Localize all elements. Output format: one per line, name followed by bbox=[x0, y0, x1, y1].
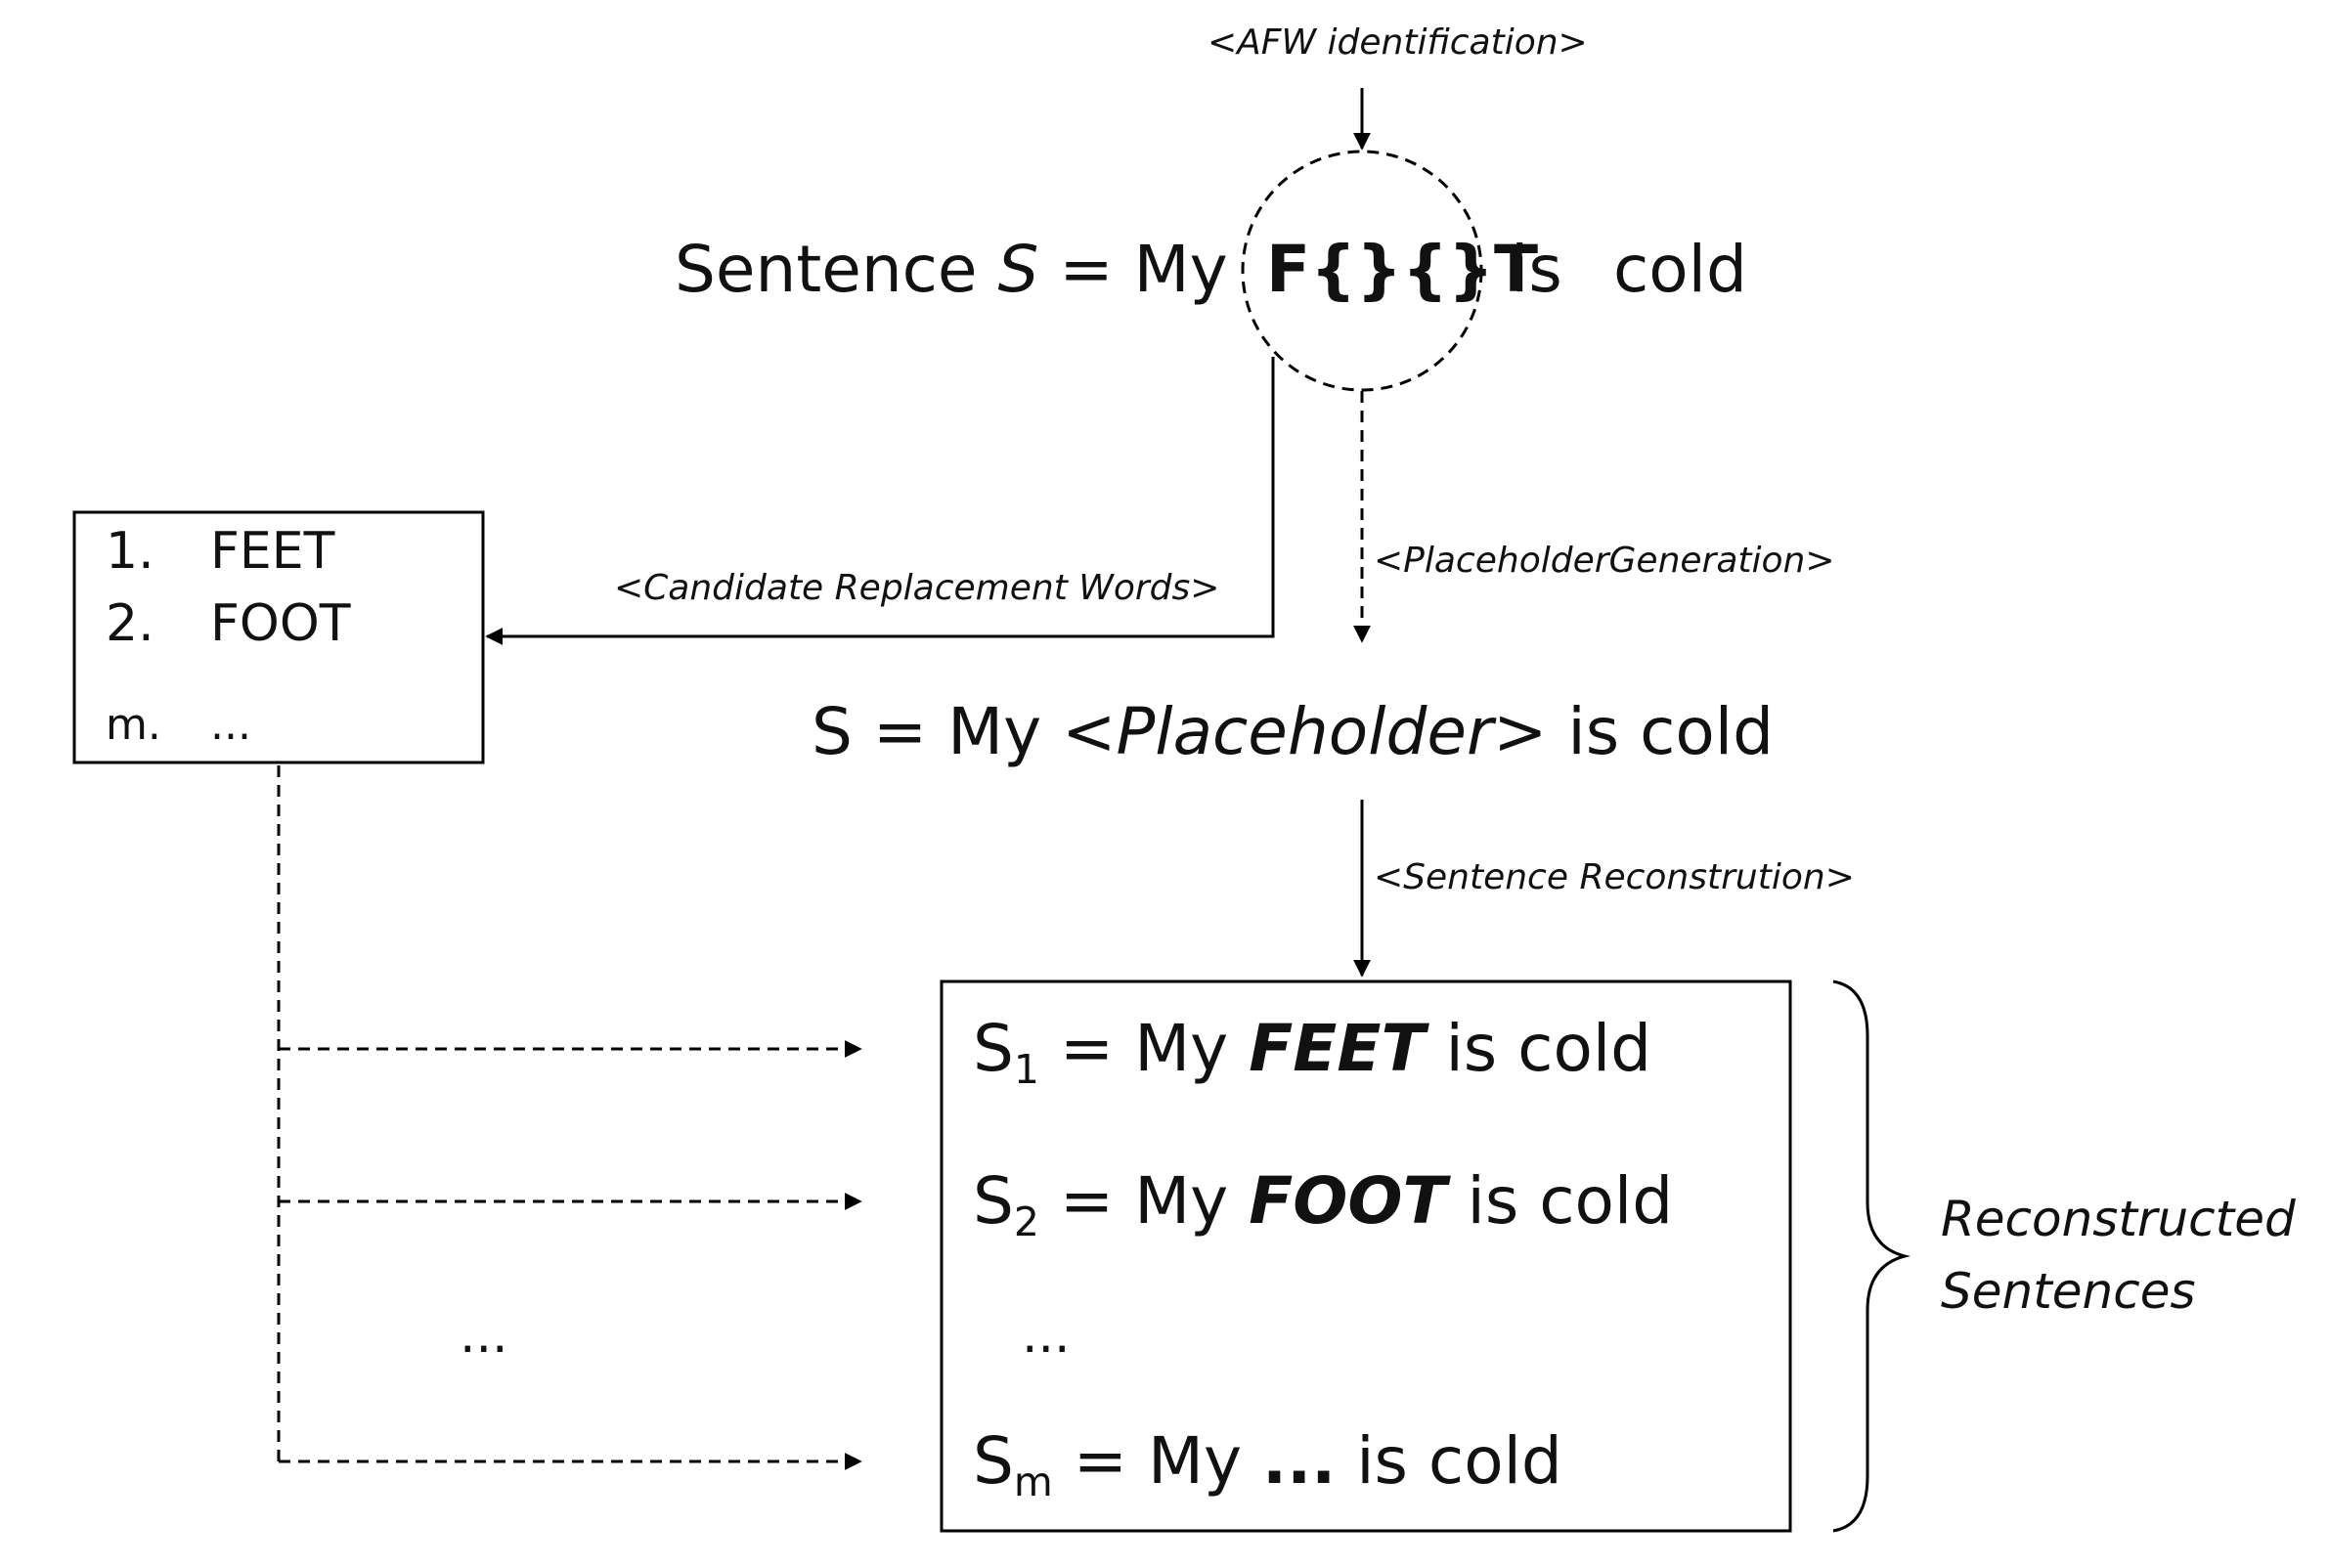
candidate-num-m: m. bbox=[106, 700, 161, 750]
source-sentence: Sentence S = My bbox=[675, 238, 1228, 302]
afw-identification-label: <AFW identification> bbox=[1208, 22, 1588, 63]
sentence-eq-my: = My bbox=[1038, 232, 1228, 307]
reconstructed-sentence-1: S1 = My FEET is cold bbox=[973, 1011, 1652, 1094]
candidate-num-2: 2. bbox=[106, 594, 154, 653]
masked-word: F{}{}T bbox=[1266, 232, 1539, 307]
reconstructed-label-line1: Reconstructed bbox=[1941, 1191, 2296, 1247]
placeholder-prefix: S = My bbox=[812, 694, 1063, 769]
candidate-replacement-label: <Candidate Replacement Words> bbox=[614, 568, 1220, 608]
sentence-cold: cold bbox=[1613, 232, 1747, 307]
right-brace bbox=[1832, 980, 1911, 1533]
reconstructed-box bbox=[940, 980, 1792, 1533]
placeholder-suffix: is cold bbox=[1547, 694, 1774, 769]
reconstructed-ellipsis: ... bbox=[1022, 1306, 1071, 1365]
reconstructed-label-line2: Sentences bbox=[1941, 1263, 2196, 1320]
reconstructed-sentence-2: S2 = My FOOT is cold bbox=[973, 1163, 1674, 1246]
branch-ellipsis: ... bbox=[460, 1306, 508, 1365]
candidate-word-2: FOOT bbox=[210, 594, 351, 653]
candidate-word-m: ... bbox=[210, 700, 251, 750]
sentence-var: S bbox=[997, 232, 1039, 307]
afw-highlight-circle bbox=[1241, 150, 1483, 392]
sentence-reconstruction-label: <Sentence Reconstrution> bbox=[1374, 857, 1855, 897]
placeholder-sentence: S = My <Placeholder> is cold bbox=[812, 700, 1774, 764]
sentence-prefix: Sentence bbox=[675, 232, 998, 307]
candidate-word-1: FEET bbox=[210, 522, 335, 581]
candidate-num-1: 1. bbox=[106, 522, 154, 581]
candidate-arrow bbox=[485, 357, 1275, 645]
placeholder-token: <Placeholder> bbox=[1062, 694, 1548, 769]
candidate-box bbox=[72, 510, 485, 764]
placeholder-generation-label: <PlaceholderGeneration> bbox=[1374, 541, 1835, 581]
reconstructed-sentence-m: Sm = My ... is cold bbox=[973, 1423, 1562, 1506]
sentence-is: is bbox=[1511, 232, 1562, 307]
